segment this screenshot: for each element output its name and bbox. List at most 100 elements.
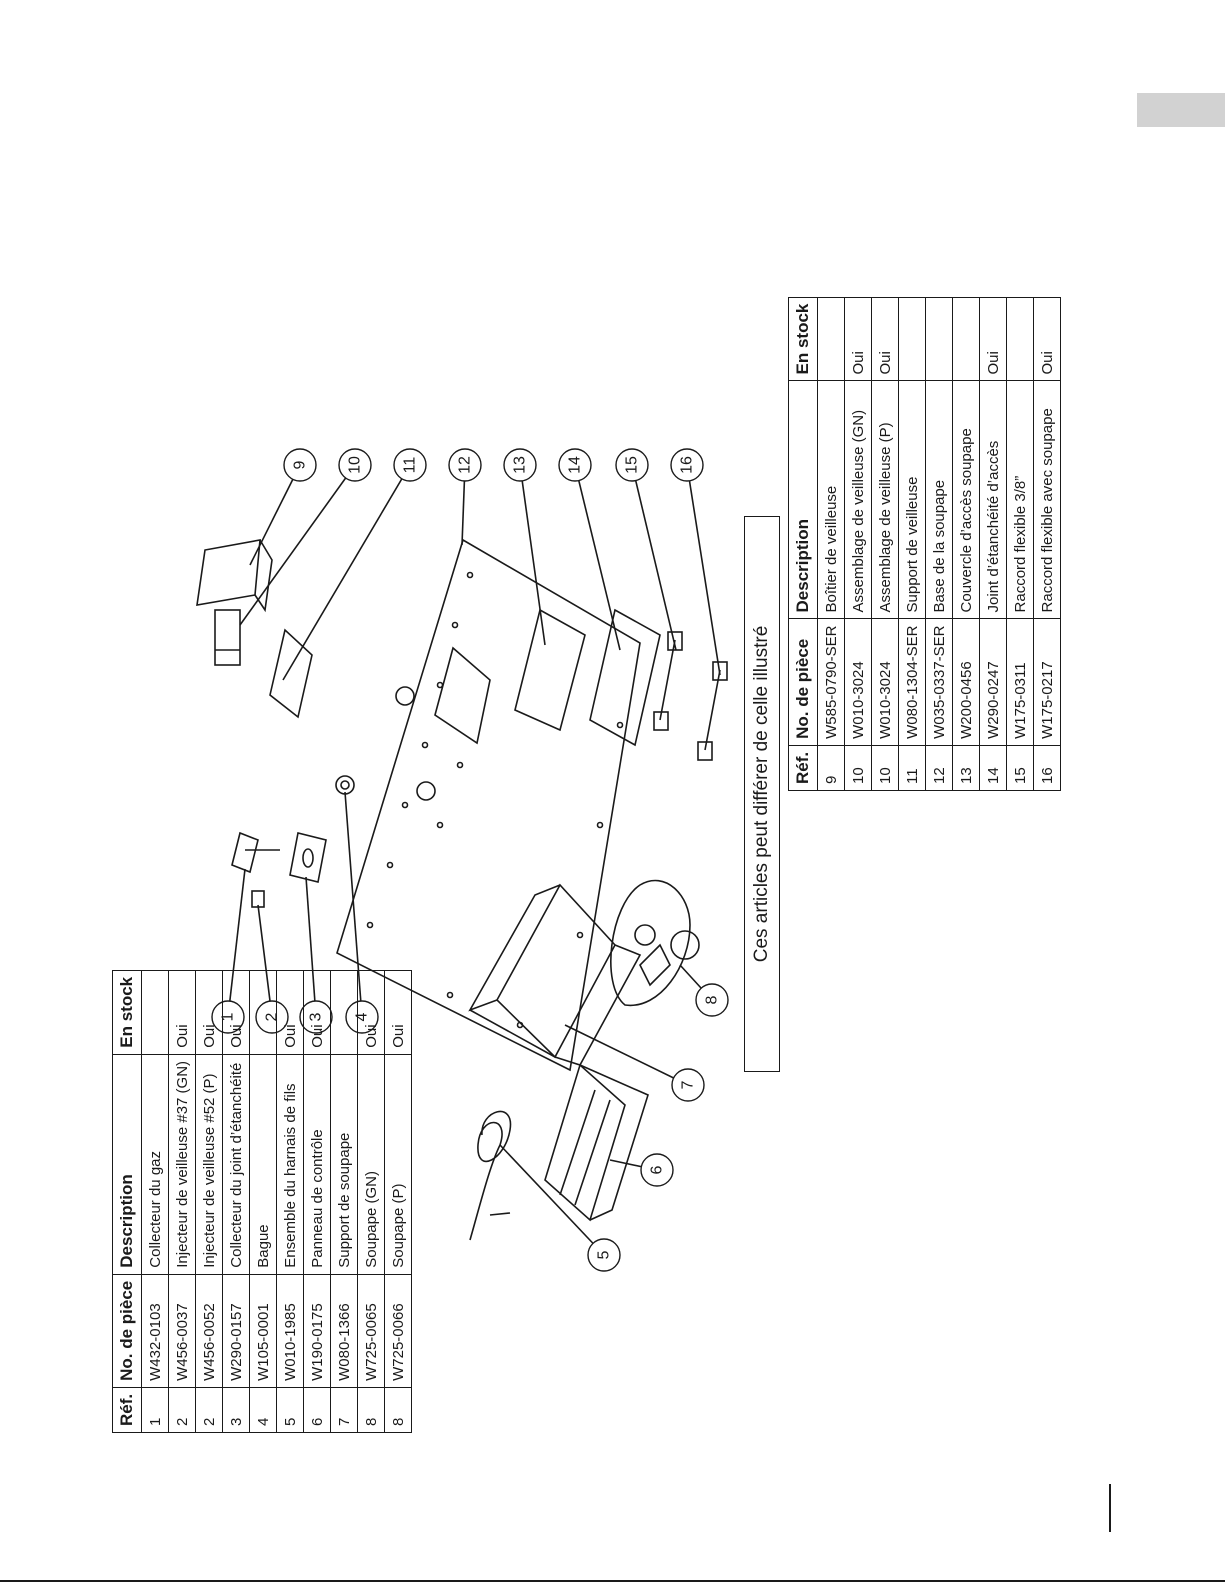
part-no-cell: W010-1985 bbox=[276, 1274, 304, 1388]
wire-harness bbox=[469, 1110, 512, 1241]
part-no-cell: W080-1304-SER bbox=[898, 618, 926, 746]
part-no-cell: W725-0066 bbox=[384, 1274, 412, 1388]
callout-16: 16 bbox=[679, 456, 696, 474]
in-stock-cell: Oui bbox=[303, 970, 331, 1055]
column-header-ref: Réf. bbox=[788, 745, 818, 791]
gas-valve bbox=[610, 879, 700, 1007]
in-stock-cell: Oui bbox=[222, 970, 250, 1055]
description-cell: Collecteur du gaz bbox=[141, 1054, 169, 1275]
description-cell: Support de soupape bbox=[330, 1054, 358, 1275]
ref-cell: 6 bbox=[303, 1387, 331, 1433]
callout-11: 11 bbox=[402, 457, 419, 474]
ref-cell: 8 bbox=[384, 1387, 412, 1433]
part-no-cell: W080-1366 bbox=[330, 1274, 358, 1388]
description-cell: Injecteur de veilleuse #37 (GN) bbox=[168, 1054, 196, 1275]
in-stock-cell bbox=[925, 297, 953, 381]
in-stock-cell bbox=[330, 970, 358, 1055]
part-no-cell: W010-3024 bbox=[871, 618, 899, 746]
ref-cell: 8 bbox=[357, 1387, 385, 1433]
parts-table-right: Réf. No. de pièce Description En stock 9… bbox=[788, 297, 1061, 791]
part-no-cell: W725-0065 bbox=[357, 1274, 385, 1388]
part-no-cell: W585-0790-SER bbox=[817, 618, 845, 746]
grommet bbox=[335, 775, 355, 795]
callout-2: 2 bbox=[264, 1012, 281, 1021]
pilot-housing bbox=[196, 539, 273, 613]
callout-14: 14 bbox=[567, 456, 584, 474]
bottom-rule bbox=[0, 1580, 1225, 1582]
description-cell: Boîtier de veilleuse bbox=[817, 380, 845, 619]
ref-cell: 5 bbox=[276, 1387, 304, 1433]
description-cell: Couvercle d’accès soupape bbox=[952, 380, 980, 619]
part-no-cell: W432-0103 bbox=[141, 1274, 169, 1388]
manifold-gasket bbox=[289, 832, 327, 883]
in-stock-cell bbox=[249, 970, 277, 1055]
callout-13: 13 bbox=[512, 456, 529, 474]
callout-6: 6 bbox=[649, 1165, 666, 1174]
description-cell: Assemblage de veilleuse (P) bbox=[871, 380, 899, 619]
pilot-injector bbox=[251, 890, 265, 908]
callout-3: 3 bbox=[308, 1012, 325, 1021]
description-cell: Raccord flexible avec soupape bbox=[1033, 380, 1061, 619]
in-stock-cell: Oui bbox=[871, 297, 899, 381]
pilot-bracket bbox=[269, 628, 313, 719]
column-header-description: Description bbox=[788, 380, 818, 619]
in-stock-cell bbox=[141, 970, 169, 1055]
in-stock-cell: Oui bbox=[979, 297, 1007, 381]
description-cell: Raccord flexible 3/8” bbox=[1006, 380, 1034, 619]
ref-cell: 9 bbox=[817, 745, 845, 791]
description-cell: Base de la soupape bbox=[925, 380, 953, 619]
callout-15: 15 bbox=[624, 456, 641, 474]
table-header-row: Réf. No. de pièce Description En stock bbox=[788, 297, 818, 791]
in-stock-cell: Oui bbox=[357, 970, 385, 1055]
part-no-cell: W200-0456 bbox=[952, 618, 980, 746]
table-header-row: Réf. No. de pièce Description En stock bbox=[112, 970, 142, 1433]
ref-cell: 1 bbox=[141, 1387, 169, 1433]
part-no-cell: W190-0175 bbox=[303, 1274, 331, 1388]
gas-manifold bbox=[231, 831, 280, 874]
in-stock-cell bbox=[817, 297, 845, 381]
description-cell: Support de veilleuse bbox=[898, 380, 926, 619]
part-no-cell: W175-0311 bbox=[1006, 618, 1034, 746]
flex-connector-with-valve bbox=[697, 661, 728, 761]
ref-cell: 15 bbox=[1006, 745, 1034, 791]
in-stock-cell bbox=[1006, 297, 1034, 381]
callout-7: 7 bbox=[680, 1080, 697, 1089]
ref-cell: 16 bbox=[1033, 745, 1061, 791]
valve-bracket bbox=[468, 883, 642, 1066]
ref-cell: 10 bbox=[844, 745, 872, 791]
ref-cell: 10 bbox=[871, 745, 899, 791]
part-no-cell: W010-3024 bbox=[844, 618, 872, 746]
description-cell: Joint d’étanchéité d’accès bbox=[979, 380, 1007, 619]
parts-table-left: Réf. No. de pièce Description En stock 1… bbox=[112, 970, 412, 1433]
description-cell: Bague bbox=[249, 1054, 277, 1275]
flex-connector-3-8 bbox=[653, 631, 683, 731]
description-cell: Assemblage de veilleuse (GN) bbox=[844, 380, 872, 619]
part-no-cell: W175-0217 bbox=[1033, 618, 1061, 746]
ref-cell: 3 bbox=[222, 1387, 250, 1433]
in-stock-cell: Oui bbox=[168, 970, 196, 1055]
callout-4: 4 bbox=[354, 1012, 371, 1021]
column-header-ref: Réf. bbox=[112, 1387, 142, 1433]
part-no-cell: W456-0037 bbox=[168, 1274, 196, 1388]
callout-10: 10 bbox=[347, 456, 364, 474]
in-stock-cell: Oui bbox=[276, 970, 304, 1055]
column-header-description: Description bbox=[112, 1054, 142, 1275]
column-header-in-stock: En stock bbox=[788, 297, 818, 381]
column-header-part-no: No. de pièce bbox=[788, 618, 818, 746]
access-cover bbox=[514, 608, 586, 732]
in-stock-cell: Oui bbox=[1033, 297, 1061, 381]
